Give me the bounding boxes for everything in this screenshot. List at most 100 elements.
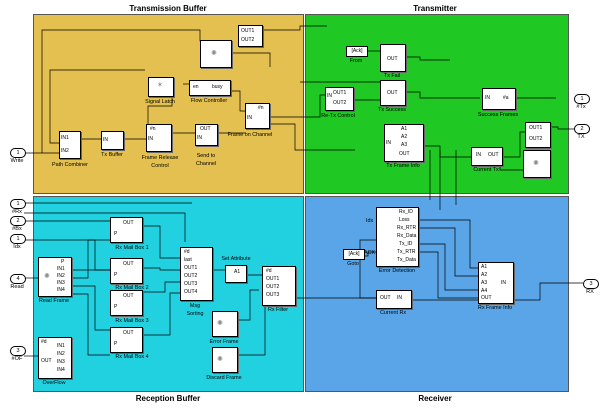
port-a2: A2 xyxy=(481,272,488,278)
outport-bx[interactable]: 2 xyxy=(10,216,26,226)
inport-rx[interactable]: 3 xyxy=(583,279,599,289)
signal-latch-block[interactable]: ✶ xyxy=(148,77,174,97)
port-out4: OUT4 xyxy=(184,289,198,295)
port-out: OUT xyxy=(387,90,398,96)
port-out2: OUT2 xyxy=(241,37,255,43)
success-frames-block[interactable]: IN #a xyxy=(482,88,516,110)
err-port-0: Rx_ID xyxy=(399,209,413,215)
msg-sorting-block[interactable]: #d last OUT1 OUT2 OUT3 OUT4 xyxy=(180,247,213,301)
set-attribute-block[interactable]: A1 xyxy=(225,265,247,283)
port-p: P xyxy=(114,304,118,310)
outport-ntx[interactable]: 1 xyxy=(574,94,590,104)
port-in: IN xyxy=(476,152,481,158)
outport-of-label: #OF xyxy=(11,356,23,362)
send-to-label: Send to xyxy=(196,153,216,159)
port-out: OUT xyxy=(481,295,492,301)
err-port-6: Tx_Data xyxy=(397,257,416,263)
outport-idx[interactable]: 1 xyxy=(10,234,26,244)
rx-frame-info-block[interactable]: A1 A2 A3 IN A4 OUT xyxy=(478,262,514,304)
rx-mailbox-2-block[interactable]: OUT P xyxy=(110,258,143,284)
port-p: P xyxy=(114,272,118,278)
retx-control-block[interactable]: IN OUT1 OUT2 xyxy=(325,87,354,111)
outport-idx-label: Idx xyxy=(13,244,21,250)
flow-controller-block[interactable]: en busy xyxy=(189,80,231,96)
port-a1: A1 xyxy=(234,269,241,275)
idx-port-label: Idx xyxy=(366,218,374,224)
port-d: #d xyxy=(266,268,272,274)
region-receiver[interactable] xyxy=(305,196,569,392)
rx-mailbox-3-block[interactable]: OUT P xyxy=(110,290,143,316)
rx-mailbox-4-block[interactable]: OUT P xyxy=(110,327,143,353)
discard-frame-block[interactable]: ✺ xyxy=(212,347,238,373)
err-port-2: Rx_RTR xyxy=(397,225,417,231)
err-port-1: Loss xyxy=(399,217,410,223)
port-out: OUT xyxy=(488,152,499,158)
from-ack-tag[interactable]: [Ack] xyxy=(346,46,368,57)
outport-of[interactable]: 3 xyxy=(10,346,26,356)
outport-ntx-label: #Tx xyxy=(576,104,586,110)
port-in4: IN4 xyxy=(57,367,65,373)
tx-frame-info-block[interactable]: A1 A2 IN A3 OUT xyxy=(384,124,424,162)
from-label: From xyxy=(349,58,363,64)
path-combiner-label: Path Combiner xyxy=(52,162,88,168)
latch-icon: ✶ xyxy=(157,82,163,89)
title-reception-buffer: Reception Buffer xyxy=(135,394,201,403)
tx-success-block[interactable]: OUT xyxy=(380,80,406,106)
scope-icon: ✺ xyxy=(217,356,223,363)
port-out: OUT xyxy=(399,151,410,157)
rx-mailbox-1-label: Rx Mail Box 1 xyxy=(115,245,149,251)
port-out1: OUT1 xyxy=(266,276,280,282)
current-rx-block[interactable]: OUT IN xyxy=(376,290,412,309)
scope-icon: ✺ xyxy=(44,273,50,280)
inport-read[interactable]: 4 xyxy=(10,274,26,284)
scope-icon: ✺ xyxy=(217,320,223,327)
port-a3: A3 xyxy=(401,142,408,148)
outport-tx[interactable]: 2 xyxy=(574,124,590,134)
scope-icon: ✺ xyxy=(211,50,217,57)
success-frames-label: Success Frames xyxy=(477,112,519,118)
scope-tx-right[interactable]: ✺ xyxy=(523,150,551,178)
rx-mailbox-1-block[interactable]: OUT P xyxy=(110,217,143,243)
port-in2: IN2 xyxy=(57,273,65,279)
outport-nrx-label: #Rx xyxy=(12,209,22,215)
inport-write[interactable]: 1 xyxy=(10,148,26,158)
tx-buffer-label: Tx Buffer xyxy=(101,152,123,158)
port-in: IN xyxy=(485,95,490,101)
flow-controller-label: Flow Controller xyxy=(190,98,228,104)
tx-success-label: Tx Success xyxy=(378,107,406,113)
overflow-block[interactable]: #d IN1 IN2 OUT IN3 IN4 xyxy=(38,337,72,379)
rx-mailbox-4-label: Rx Mail Box 4 xyxy=(115,354,149,360)
port-out: OUT xyxy=(200,126,211,132)
port-out1: OUT1 xyxy=(529,125,543,131)
frame-on-channel-block[interactable]: #n IN xyxy=(245,103,270,129)
error-detection-block[interactable]: Rx_ID Loss Rx_RTR Rx_Data Tx_ID Tx_RTR T… xyxy=(376,207,419,267)
path-combiner-block[interactable]: IN1 IN2 xyxy=(59,131,81,159)
outport-nrx[interactable]: 1 xyxy=(10,199,26,209)
port-out: OUT xyxy=(41,358,52,364)
error-frame-block[interactable]: ✺ xyxy=(212,311,238,337)
port-in1: IN1 xyxy=(61,135,69,141)
port-a3: A3 xyxy=(481,280,488,286)
tx-buffer-block[interactable]: IN xyxy=(101,131,124,150)
port-in3: IN3 xyxy=(57,359,65,365)
current-rx-label: Current Rx xyxy=(379,310,407,316)
goto-label: Goto xyxy=(347,261,359,267)
goto-ack-tag[interactable]: [Ack] xyxy=(343,249,365,260)
outport-tx-label: TX xyxy=(577,134,585,140)
port-out3: OUT3 xyxy=(266,292,280,298)
rx-mailbox-2-label: Rx Mail Box 2 xyxy=(115,285,149,291)
port-in1: IN1 xyxy=(57,266,65,272)
send-to-channel-block[interactable]: OUT IN xyxy=(195,124,218,146)
current-tx-block[interactable]: IN OUT xyxy=(471,147,503,166)
port-a1: A1 xyxy=(401,126,408,132)
port-n: #n xyxy=(258,105,264,111)
frame-release-control-block[interactable]: #n IN xyxy=(146,124,172,152)
switch-tx-right[interactable]: OUT1 OUT2 xyxy=(525,122,551,148)
rx-filter-block[interactable]: #d OUT1 OUT2 OUT3 xyxy=(262,266,296,306)
switch-tb-top[interactable]: OUT1 OUT2 xyxy=(238,25,263,47)
read-frame-block[interactable]: ✺ P IN1 IN2 IN3 IN4 xyxy=(38,257,72,297)
port-out: OUT xyxy=(123,261,134,267)
scope-tb-top[interactable]: ✺ xyxy=(200,40,232,68)
port-in: IN xyxy=(103,137,108,143)
tx-fail-block[interactable]: OUT xyxy=(380,44,406,72)
